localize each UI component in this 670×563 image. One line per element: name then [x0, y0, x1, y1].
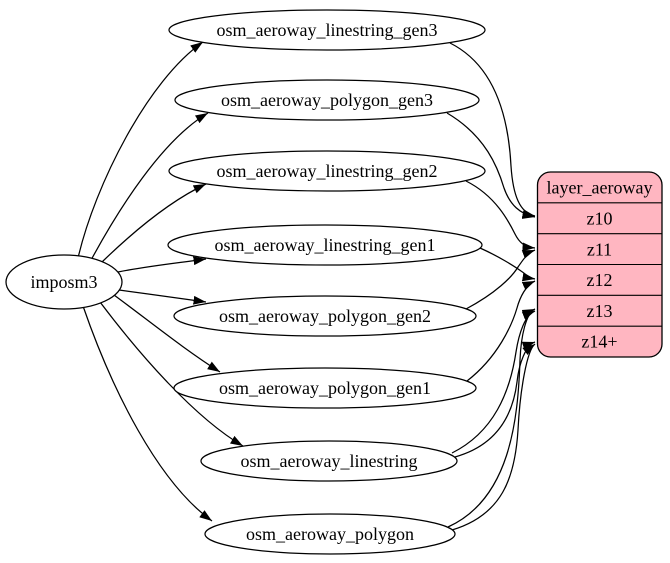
table-ellipse [167, 224, 483, 266]
table-ellipse [168, 150, 486, 192]
edge-linestring-gen3-z10 [449, 42, 536, 218]
edge-polygon-gen1-z12 [466, 280, 536, 382]
node-osm-aeroway-polygon: osm_aeroway_polygon [204, 513, 456, 555]
edge-polygon-z13 [447, 308, 536, 528]
node-osm-aeroway-polygon-gen2: osm_aeroway_polygon_gen2 [173, 295, 477, 337]
table-label: osm_aeroway_linestring_gen1 [215, 235, 436, 255]
imposm3-ellipse [5, 254, 123, 310]
table-label: osm_aeroway_polygon [246, 524, 414, 544]
edge-linestring-z13 [451, 310, 536, 454]
node-osm-aeroway-linestring: osm_aeroway_linestring [200, 440, 458, 482]
edge-imposm3-polygon-gen1 [113, 294, 221, 373]
edge-linestring-gen2-z11 [465, 180, 536, 252]
edge-polygon-z14 [451, 343, 536, 531]
layer-title: layer_aeroway [547, 178, 653, 198]
table-label: osm_aeroway_polygon_gen1 [219, 378, 431, 398]
table-ellipse [174, 79, 480, 121]
table-label: osm_aeroway_linestring_gen3 [217, 20, 438, 40]
imposm3-label: imposm3 [30, 272, 97, 292]
table-label: osm_aeroway_polygon_gen2 [219, 306, 431, 326]
layer-row-z10: z10 [587, 209, 613, 229]
edge-linestring-gen1-z12 [479, 247, 536, 282]
edges-source-fan [77, 41, 244, 522]
table-ellipse [173, 295, 477, 337]
edge-polygon-gen3-z10 [446, 112, 536, 219]
table-label: osm_aeroway_linestring [241, 451, 418, 471]
table-ellipse [173, 367, 477, 409]
table-label: osm_aeroway_polygon_gen3 [221, 90, 433, 110]
node-osm-aeroway-linestring-gen3: osm_aeroway_linestring_gen3 [168, 9, 486, 51]
edge-imposm3-polygon-gen2 [118, 289, 207, 305]
edge-imposm3-linestring-gen1 [117, 256, 207, 273]
node-osm-aeroway-polygon-gen1: osm_aeroway_polygon_gen1 [173, 367, 477, 409]
node-osm-aeroway-linestring-gen2: osm_aeroway_linestring_gen2 [168, 150, 486, 192]
edge-imposm3-linestring [99, 301, 244, 447]
node-imposm3: imposm3 [5, 254, 123, 310]
table-ellipse [168, 9, 486, 51]
table-ellipse [204, 513, 456, 555]
edge-imposm3-polygon-gen3 [89, 112, 209, 263]
edge-imposm3-linestring-gen3 [77, 41, 204, 259]
layer-row-z12: z12 [587, 270, 613, 290]
edge-linestring-z14 [454, 341, 536, 458]
edge-imposm3-polygon [82, 305, 213, 522]
node-osm-aeroway-polygon-gen3: osm_aeroway_polygon_gen3 [174, 79, 480, 121]
edges-tables-to-layer [446, 42, 536, 531]
layer-row-z11: z11 [587, 239, 612, 259]
node-osm-aeroway-linestring-gen1: osm_aeroway_linestring_gen1 [167, 224, 483, 266]
table-ellipse [200, 440, 458, 482]
edge-polygon-gen2-z11 [465, 249, 536, 310]
node-layer-aeroway: layer_aeroway z10 z11 z12 z13 z14+ [536, 171, 663, 358]
layer-row-z14: z14+ [581, 332, 617, 352]
edge-imposm3-linestring-gen2 [101, 183, 207, 263]
layer-row-z13: z13 [587, 301, 613, 321]
table-label: osm_aeroway_linestring_gen2 [217, 161, 438, 181]
